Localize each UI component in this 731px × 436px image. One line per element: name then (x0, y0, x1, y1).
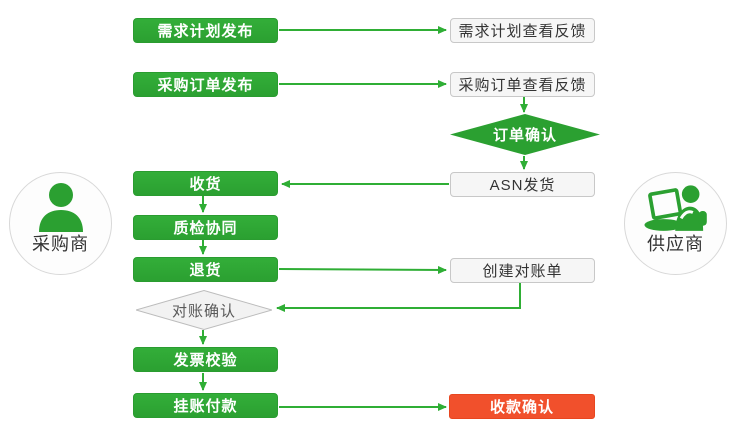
recon-diamond-shape (136, 290, 272, 330)
node-quality-collab: 质检协同 (133, 215, 278, 240)
actor-buyer-label: 采购商 (32, 234, 89, 254)
node-create-statement: 创建对账单 (450, 258, 595, 283)
node-asn-ship: ASN发货 (450, 172, 595, 197)
node-po-publish: 采购订单发布 (133, 72, 278, 97)
supplier-person-laptop-icon (643, 185, 707, 231)
node-account-payment: 挂账付款 (133, 393, 278, 418)
order-diamond-shape (450, 114, 600, 155)
actor-buyer: 采购商 (9, 172, 112, 275)
node-return-goods: 退货 (133, 257, 278, 282)
connector-return-to-statement (278, 265, 447, 274)
node-receive: 收货 (133, 171, 278, 196)
node-demand-plan-feedback: 需求计划查看反馈 (450, 18, 595, 43)
node-demand-plan-publish: 需求计划发布 (133, 18, 278, 43)
buyer-person-icon (38, 183, 83, 232)
connector-statement-to-recon (276, 283, 521, 312)
node-recon-confirm: 对账确认 (136, 290, 272, 330)
node-payment-confirm: 收款确认 (449, 394, 595, 419)
node-order-confirm-label: 订单确认 (492, 127, 557, 144)
node-po-feedback: 采购订单查看反馈 (450, 72, 595, 97)
actor-supplier: 供应商 (624, 172, 727, 275)
node-order-confirm: 订单确认 (450, 114, 600, 155)
actor-supplier-label: 供应商 (647, 234, 704, 254)
node-invoice-check: 发票校验 (133, 347, 278, 372)
node-recon-confirm-label: 对账确认 (171, 302, 236, 320)
